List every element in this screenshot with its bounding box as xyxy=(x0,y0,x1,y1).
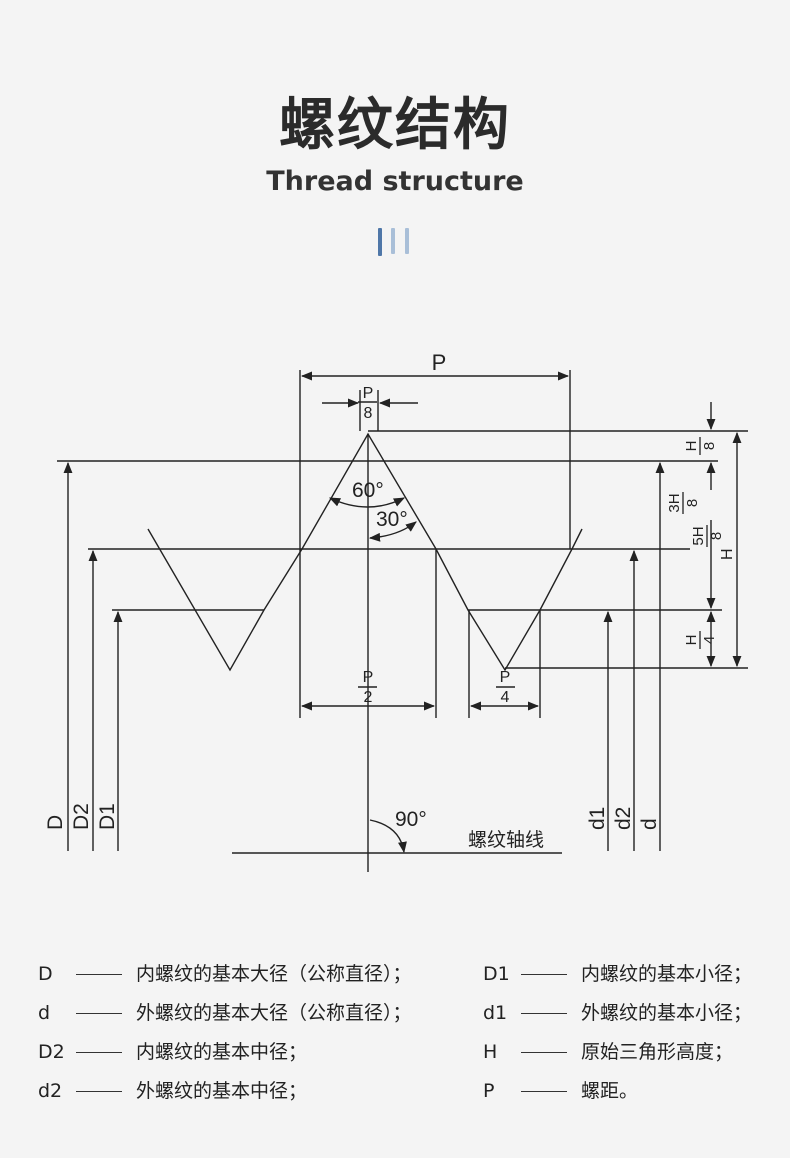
angle-30-arc xyxy=(368,521,417,542)
legend-symbol: D1 xyxy=(483,963,510,985)
quarter-pitch-num: P xyxy=(500,669,511,686)
thread-structure-diagram: P P 8 60° 30° P 2 P 4 90° 螺纹轴线 D D2 D1 d… xyxy=(44,350,748,872)
page-title: 螺纹结构 xyxy=(279,93,511,158)
angle-90-arc xyxy=(369,819,407,854)
half-pitch-num: P xyxy=(363,669,374,686)
legend-desc: 螺距。 xyxy=(581,1080,639,1102)
quarter-pitch-den: 4 xyxy=(501,689,510,706)
legend-dash xyxy=(76,1052,122,1053)
pitch-label: P xyxy=(432,350,447,375)
legend-item: P 螺距。 xyxy=(483,1072,752,1111)
legend-item: d1 外螺纹的基本小径； xyxy=(483,994,752,1033)
legend-desc: 内螺纹的基本中径； xyxy=(136,1041,308,1063)
legend-desc: 原始三角形高度； xyxy=(581,1041,734,1063)
legend-item: d 外螺纹的基本大径（公称直径）； xyxy=(38,994,412,1033)
dim-D1-label: D1 xyxy=(96,803,119,830)
legend-dash xyxy=(521,974,567,975)
h3-den: 8 xyxy=(684,499,701,507)
angle-60-label: 60° xyxy=(352,479,384,502)
legend-item: D2 内螺纹的基本中径； xyxy=(38,1033,412,1072)
decor-bar xyxy=(405,228,409,254)
h4-den: 4 xyxy=(701,636,718,644)
legend-left: D 内螺纹的基本大径（公称直径）； d 外螺纹的基本大径（公称直径）； D2 内… xyxy=(38,955,412,1111)
legend-desc: 外螺纹的基本大径（公称直径）； xyxy=(136,1002,412,1024)
axis-label: 螺纹轴线 xyxy=(468,829,544,851)
dim-D2-label: D2 xyxy=(70,803,93,830)
legend-item: d2 外螺纹的基本中径； xyxy=(38,1072,412,1111)
angle-90-label: 90° xyxy=(395,808,427,831)
angle-30-label: 30° xyxy=(376,508,408,531)
thread-profile xyxy=(147,432,583,672)
legend-dash xyxy=(76,974,122,975)
angle-60-arc xyxy=(328,497,406,508)
legend-symbol: d1 xyxy=(483,1002,508,1024)
h8-num: H xyxy=(683,441,700,452)
legend-dash xyxy=(521,1013,567,1014)
legend-right: D1 内螺纹的基本小径； d1 外螺纹的基本小径； H 原始三角形高度； P 螺… xyxy=(483,955,752,1111)
legend-symbol: d xyxy=(38,1002,51,1024)
legend-desc: 外螺纹的基本中径； xyxy=(136,1080,308,1102)
legend-symbol: d2 xyxy=(38,1080,63,1102)
h8-den: 8 xyxy=(701,442,718,450)
legend-dash xyxy=(521,1052,567,1053)
h3-num: 3H xyxy=(666,493,683,512)
legend-item: D 内螺纹的基本大径（公称直径）； xyxy=(38,955,412,994)
h5-num: 5H xyxy=(690,526,707,545)
legend-symbol: H xyxy=(483,1041,498,1063)
decor-bar xyxy=(378,228,382,256)
half-pitch-den: 2 xyxy=(364,689,373,706)
decorative-bars xyxy=(378,228,410,256)
h5-den: 8 xyxy=(708,532,725,540)
h4-num: H xyxy=(683,635,700,646)
decor-bar xyxy=(391,228,395,254)
legend-symbol: D2 xyxy=(38,1041,65,1063)
legend-symbol: P xyxy=(483,1080,495,1102)
dim-d2-label: d2 xyxy=(612,807,635,830)
legend-desc: 内螺纹的基本大径（公称直径）； xyxy=(136,963,412,985)
legend-dash xyxy=(521,1091,567,1092)
legend-item: H 原始三角形高度； xyxy=(483,1033,752,1072)
legend-item: D1 内螺纹的基本小径； xyxy=(483,955,752,994)
top-width-den: 8 xyxy=(364,405,373,422)
legend-desc: 外螺纹的基本小径； xyxy=(581,1002,753,1024)
top-width-num: P xyxy=(363,385,374,402)
legend-dash xyxy=(76,1013,122,1014)
dim-d-label: d xyxy=(638,818,661,830)
legend-desc: 内螺纹的基本小径； xyxy=(581,963,753,985)
dim-d1-label: d1 xyxy=(586,807,609,830)
dim-D-label: D xyxy=(44,815,67,830)
page-subtitle: Thread structure xyxy=(266,166,524,197)
h-label: H xyxy=(719,548,736,560)
legend-dash xyxy=(76,1091,122,1092)
legend-symbol: D xyxy=(38,963,53,985)
